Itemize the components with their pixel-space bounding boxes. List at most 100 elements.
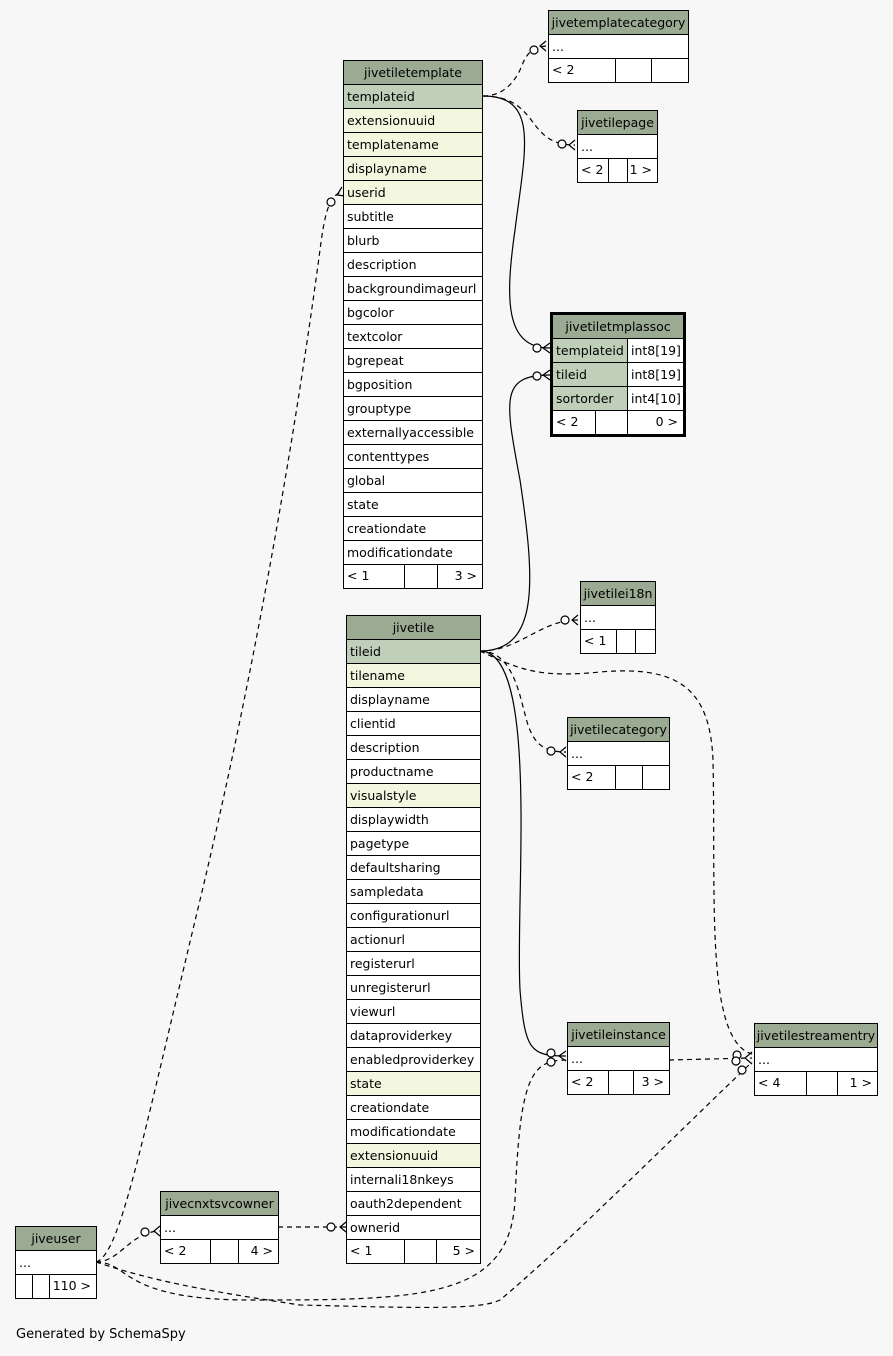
child-count: 0 > [655, 414, 678, 429]
column-extensionuuid: extensionuuid [344, 109, 482, 133]
column-templateid: templateid int8[19] [553, 339, 683, 363]
column-visualstyle: visualstyle [347, 784, 480, 808]
child-count [636, 630, 655, 653]
generated-by-note: Generated by SchemaSpy [16, 1327, 186, 1342]
column-creationdate: creationdate [347, 1096, 480, 1120]
column-state: state [347, 1072, 480, 1096]
link-user-cnxtsvcowner [95, 1230, 161, 1263]
column-type: int8[19] [628, 339, 683, 362]
column-dataproviderkey: dataproviderkey [347, 1024, 480, 1048]
row-count [211, 1240, 239, 1263]
table-jivetilestreamentry[interactable]: jivetilestreamentry ... < 4 1 > [754, 1023, 878, 1096]
column-displayname: displayname [347, 688, 480, 712]
column-ownerid: ownerid [347, 1216, 480, 1240]
link-user-template [95, 191, 343, 1263]
parent-count: < 2 [553, 411, 596, 434]
column-global: global [344, 469, 482, 493]
column-tilename: tilename [347, 664, 480, 688]
column-textcolor: textcolor [344, 325, 482, 349]
parent-count: < 2 [568, 766, 616, 789]
table-row: ... [549, 35, 688, 59]
column-subtitle: subtitle [344, 205, 482, 229]
child-count: 3 > [454, 568, 477, 583]
column-tileid: tileid int8[19] [553, 363, 683, 387]
table-row: ... [161, 1216, 278, 1240]
table-name: jivetemplatecategory [549, 11, 688, 35]
child-count: 110 > [52, 1278, 91, 1293]
column-blurb: blurb [344, 229, 482, 253]
column-modificationdate: modificationdate [347, 1120, 480, 1144]
table-name: jivecnxtsvcowner [161, 1192, 278, 1216]
column-defaultsharing: defaultsharing [347, 856, 480, 880]
row-count [405, 1240, 437, 1263]
column-tileid: tileid [347, 640, 480, 664]
parent-count: < 2 [549, 59, 616, 82]
column-creationdate: creationdate [344, 517, 482, 541]
parent-count: < 2 [161, 1240, 211, 1263]
table-jivetiletmplassoc[interactable]: jivetiletmplassoc templateid int8[19] ti… [550, 312, 686, 437]
link-tile-i18n [479, 619, 579, 652]
row-count [33, 1275, 50, 1298]
column-sampledata: sampledata [347, 880, 480, 904]
table-jivetilei18n[interactable]: jivetilei18n ... < 1 [580, 581, 656, 654]
table-footer: < 1 [581, 630, 655, 653]
column-bgcolor: bgcolor [344, 301, 482, 325]
table-jivetilepage[interactable]: jivetilepage ... < 2 1 > [577, 110, 658, 183]
child-count: 1 > [629, 162, 652, 177]
column-oauth2dependent: oauth2dependent [347, 1192, 480, 1216]
child-count: 4 > [250, 1243, 273, 1258]
column-description: description [347, 736, 480, 760]
child-count: 5 > [452, 1243, 475, 1258]
column-bgposition: bgposition [344, 373, 482, 397]
parent-count: < 1 [344, 565, 405, 588]
column-actionurl: actionurl [347, 928, 480, 952]
table-footer: < 2 4 > [161, 1240, 278, 1263]
link-instance-streamentry [668, 1057, 753, 1061]
row-count [807, 1072, 838, 1095]
table-jivetileinstance[interactable]: jivetileinstance ... < 2 3 > [567, 1022, 670, 1095]
table-name: jivetileinstance [568, 1023, 669, 1047]
column-extensionuuid: extensionuuid [347, 1144, 480, 1168]
column-bgrepeat: bgrepeat [344, 349, 482, 373]
column-productname: productname [347, 760, 480, 784]
table-jivecnxtsvcowner[interactable]: jivecnxtsvcowner ... < 2 4 > [160, 1191, 279, 1264]
parent-count: < 2 [568, 1071, 609, 1094]
table-name: jivetilei18n [581, 582, 655, 606]
parent-count: < 2 [578, 159, 609, 182]
child-count: 3 > [641, 1074, 664, 1089]
link-user-instance [95, 1059, 567, 1301]
table-footer: < 2 3 > [568, 1071, 669, 1094]
column-backgroundimageurl: backgroundimageurl [344, 277, 482, 301]
table-name: jivetiletemplate [344, 61, 482, 85]
column-externallyaccessible: externallyaccessible [344, 421, 482, 445]
link-tile-category [479, 650, 567, 753]
table-name: jivetile [347, 616, 480, 640]
table-name: jivetilecategory [568, 718, 669, 742]
column-templateid: templateid [344, 85, 482, 109]
row-count [609, 1071, 634, 1094]
column-enabledproviderkey: enabledproviderkey [347, 1048, 480, 1072]
link-tile-assoc [479, 374, 551, 652]
column-state: state [344, 493, 482, 517]
column-description: description [344, 253, 482, 277]
column-contenttypes: contenttypes [344, 445, 482, 469]
column-userid: userid [344, 181, 482, 205]
child-count [652, 59, 688, 82]
link-user-streamentry [95, 1061, 753, 1309]
table-jivetemplatecategory[interactable]: jivetemplatecategory ... < 2 [548, 10, 689, 83]
table-jivetilecategory[interactable]: jivetilecategory ... < 2 [567, 717, 670, 790]
row-count [609, 159, 628, 182]
table-name: jiveuser [16, 1227, 96, 1251]
table-row: ... [581, 606, 655, 630]
child-count [643, 766, 669, 789]
row-count [405, 565, 438, 588]
table-row: ... [568, 1047, 669, 1071]
table-jiveuser[interactable]: jiveuser ... 110 > [15, 1226, 97, 1299]
column-templatename: templatename [344, 133, 482, 157]
link-template-assoc [482, 95, 551, 349]
table-footer: < 4 1 > [755, 1072, 877, 1095]
column-sortorder: sortorder int4[10] [553, 387, 683, 411]
child-count: 1 > [849, 1075, 872, 1090]
